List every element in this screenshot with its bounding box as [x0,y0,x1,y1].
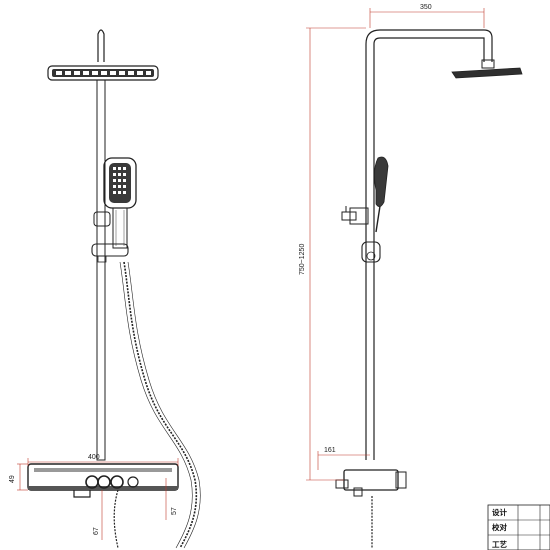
dim-spout-offset: 67 [93,527,100,535]
side-slide-holder [341,206,381,263]
title-row-check: 校对 [492,522,507,532]
side-hand-shower [374,156,389,233]
hose-outlet [127,476,139,488]
dim-shelf-width: 400 [88,454,100,461]
front-vertical-rail [96,79,106,461]
front-top-elbow [97,29,105,62]
title-row-process: 工艺 [492,539,507,549]
front-spout [73,490,91,498]
dim-arm-length: 350 [420,4,432,11]
knob-right [110,475,124,489]
title-row-design: 设计 [492,507,507,517]
side-view: 350 750~1250 161 [299,4,523,548]
title-block: 设计 校对 工艺 [487,504,550,550]
front-dimension-lines: 400 49 67 57 [9,454,179,540]
side-top-arm [365,29,493,460]
dim-outlet-drop: 57 [171,507,178,515]
side-dimension-lines: 350 750~1250 161 [299,4,485,481]
knob-center [97,475,111,489]
front-thermostatic-shelf [27,463,179,491]
front-hand-shower [103,157,137,249]
front-flexible-hose [123,261,198,549]
front-slide-holder [91,211,129,263]
front-view: 400 49 67 57 [9,29,201,549]
dim-shelf-height: 49 [9,475,16,483]
dim-shelf-depth: 161 [324,447,336,454]
side-rain-shower-head [451,59,523,79]
side-thermostatic-shelf [335,469,407,548]
front-rain-shower-head [47,65,159,81]
front-control-knobs [85,475,139,489]
dim-rail-height: 750~1250 [299,244,306,275]
